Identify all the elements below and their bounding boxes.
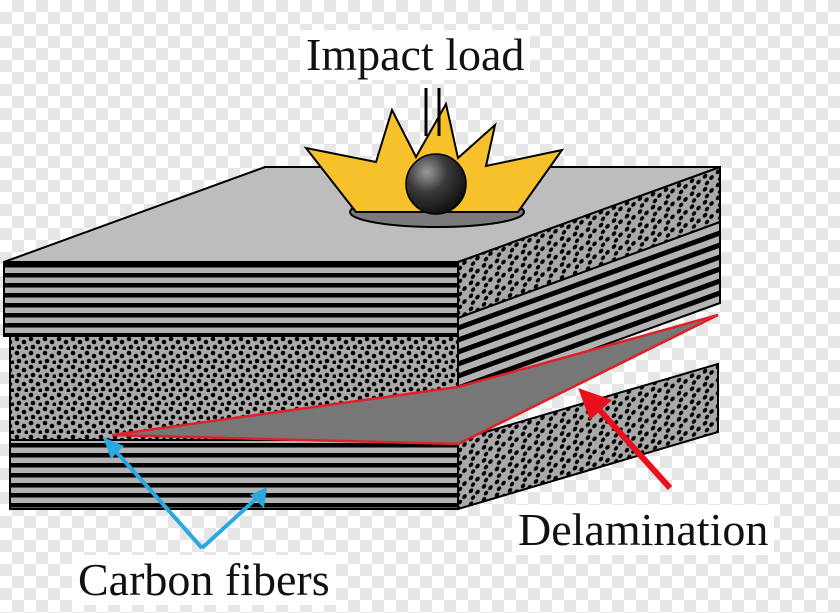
lower-layer-right-face xyxy=(457,362,719,511)
steel-ball-icon xyxy=(405,153,467,215)
lower-layer-front-face xyxy=(9,439,459,510)
right-face-fiber-lines xyxy=(457,230,721,391)
upper-lined-layer-front-face xyxy=(3,261,459,337)
carbon-arrow-head-left xyxy=(103,437,124,459)
delamination-gap xyxy=(111,313,719,446)
delamination-arrow xyxy=(578,388,673,491)
impact-load-label: Impact load xyxy=(300,30,531,80)
carbon-arrow-head-right xyxy=(250,487,267,508)
carbon-fibers-label: Carbon fibers xyxy=(72,555,336,605)
carbon-fiber-arrows xyxy=(110,445,260,550)
double-line-arrow-icon xyxy=(424,88,441,136)
delamination-label: Delamination xyxy=(512,505,775,555)
